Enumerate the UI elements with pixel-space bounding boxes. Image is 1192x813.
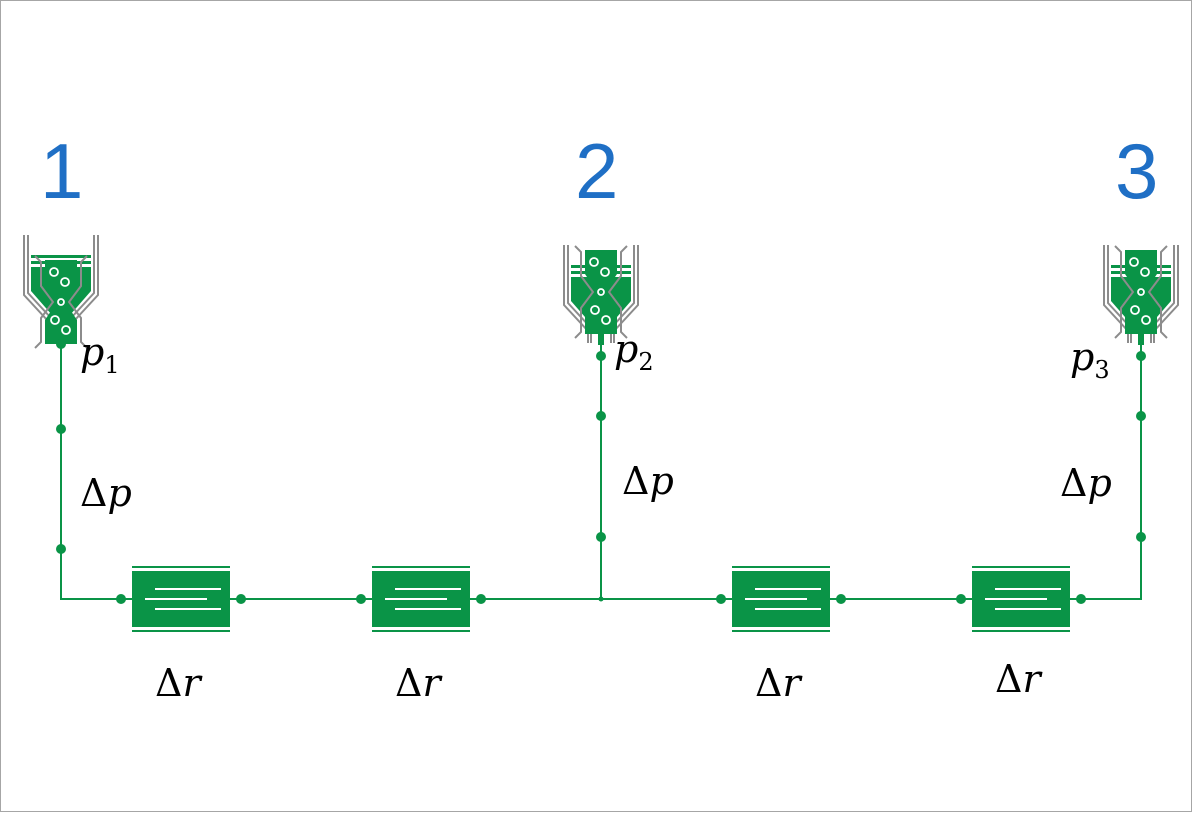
drop-symbol: p <box>649 459 674 503</box>
delta-symbol: Δ <box>1060 461 1088 505</box>
node-number-1: 1 <box>40 127 84 215</box>
delta-symbol: Δ <box>80 471 108 515</box>
channel-wires <box>60 331 1142 600</box>
pressure-label-1: p1 <box>80 333 120 377</box>
resistance-label-2: Δr <box>395 664 441 702</box>
delta-symbol: Δ <box>995 657 1023 701</box>
resistance-symbol: r <box>782 661 801 705</box>
node-number-3: 3 <box>1115 127 1159 215</box>
resistor-3 <box>731 565 831 633</box>
pressure-index: 3 <box>1094 356 1110 384</box>
pressure-index: 1 <box>104 351 120 379</box>
delta-symbol: Δ <box>155 661 183 705</box>
pressure-drop-label-2: Δp <box>622 462 674 500</box>
resistor-1 <box>131 565 231 633</box>
pressure-symbol: p <box>614 327 639 371</box>
pressure-index: 2 <box>638 348 654 376</box>
pressure-symbol: p <box>1070 335 1095 379</box>
resistance-symbol: r <box>422 661 441 705</box>
resistance-label-3: Δr <box>755 664 801 702</box>
node-number-2: 2 <box>575 127 619 215</box>
pressure-drop-label-3: Δp <box>1060 464 1112 502</box>
junction-dots <box>56 339 1146 604</box>
resistance-symbol: r <box>1022 657 1041 701</box>
delta-symbol: Δ <box>395 661 423 705</box>
resistor-4 <box>971 565 1071 633</box>
delta-symbol: Δ <box>622 459 650 503</box>
pressure-label-2: p2 <box>614 330 654 374</box>
delta-symbol: Δ <box>755 661 783 705</box>
resistance-symbol: r <box>182 661 201 705</box>
pressure-symbol: p <box>80 330 105 374</box>
resistance-label-4: Δr <box>995 660 1041 698</box>
pressure-label-3: p3 <box>1070 338 1110 382</box>
resistance-label-1: Δr <box>155 664 201 702</box>
pressure-drop-label-1: Δp <box>80 474 132 512</box>
resistor-2 <box>371 565 471 633</box>
drop-symbol: p <box>107 471 132 515</box>
drop-symbol: p <box>1087 461 1112 505</box>
